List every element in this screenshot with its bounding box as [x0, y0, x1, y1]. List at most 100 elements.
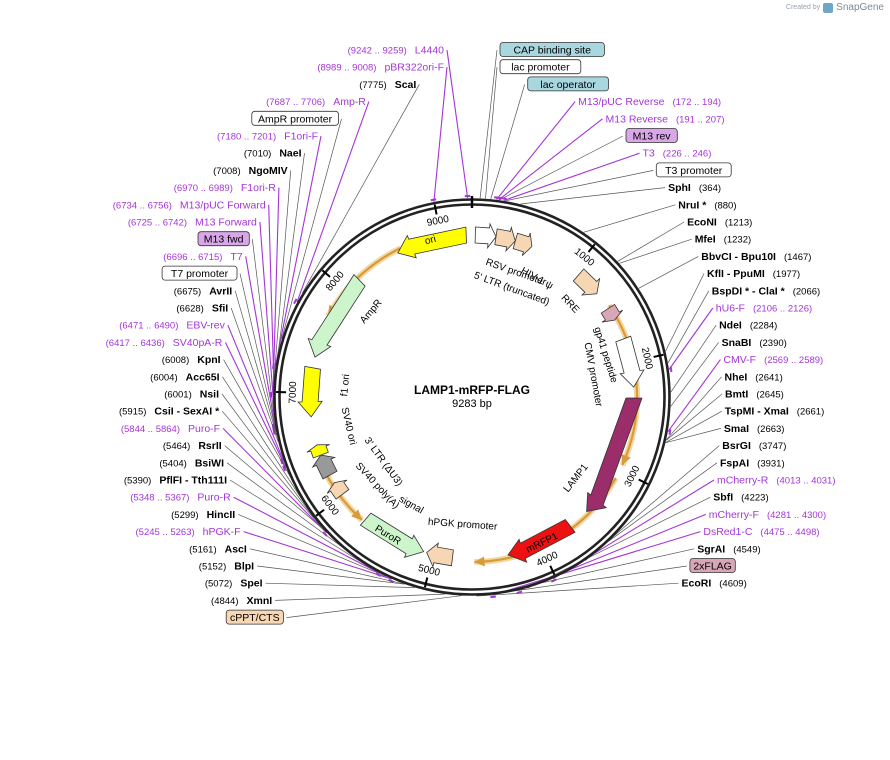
tick-label: 1000 — [572, 246, 597, 269]
primer-label: M13/pUC Reverse(172 .. 194) — [578, 96, 721, 108]
enzyme-name: SgrAI — [697, 543, 725, 555]
leader-line — [666, 376, 722, 441]
enzyme-label: KflI - PpuMI(1977) — [707, 268, 800, 280]
primer-name: CMV-F — [723, 354, 756, 366]
feature-arrow — [586, 397, 643, 512]
primer-label: DsRed1-C(4475 .. 4498) — [703, 526, 819, 538]
primer-position: (6970 .. 6989) — [174, 183, 233, 194]
enzyme-position: (6008) — [162, 355, 189, 366]
enzyme-name: NheI — [725, 371, 748, 383]
feature-arrows — [297, 222, 645, 568]
enzyme-label: TspMI - XmaI(2661) — [725, 406, 824, 418]
feature-arrow — [426, 542, 454, 568]
enzyme-label: (5161)AscI — [189, 543, 247, 555]
enzyme-name: SmaI — [724, 423, 749, 435]
leader-line — [243, 531, 392, 580]
primer-name: DsRed1-C — [703, 526, 752, 538]
enzyme-position: (7008) — [213, 166, 240, 177]
primer-position: (226 .. 246) — [663, 149, 712, 160]
enzyme-position: (364) — [699, 183, 721, 194]
feature-arrow — [311, 454, 338, 480]
leader-line — [257, 565, 405, 585]
enzyme-position: (6675) — [174, 286, 201, 297]
leader-line — [224, 342, 287, 468]
enzyme-name: EcoNI — [687, 217, 717, 229]
enzyme-name: NsiI — [200, 389, 219, 401]
site-label: CMV-F(2569 .. 2589) — [723, 354, 823, 366]
leader-line — [496, 101, 576, 200]
enzyme-position: (5161) — [189, 544, 216, 555]
enzyme-position: (4223) — [741, 493, 768, 504]
site-label: SphI(364) — [668, 182, 721, 194]
enzyme-position: (3931) — [757, 458, 784, 469]
site-label: (5245 .. 5263)hPGK-F — [136, 526, 241, 538]
primer-position: (4013 .. 4031) — [776, 476, 835, 487]
enzyme-name: RsrII — [198, 440, 221, 452]
enzyme-label: (5915)CsiI - SexAI * — [119, 406, 220, 418]
leader-line — [272, 170, 292, 391]
primer-mark — [282, 465, 287, 472]
enzyme-position: (1213) — [725, 218, 752, 229]
primer-position: (6471 .. 6490) — [119, 321, 178, 332]
feature-arrow — [307, 273, 366, 358]
feature-label: SV40 ori — [339, 406, 359, 446]
leader-line — [665, 410, 722, 443]
site-label: BsrGI(3747) — [722, 440, 786, 452]
site-label: mCherry-R(4013 .. 4031) — [717, 475, 836, 487]
enzyme-name: NruI * — [678, 199, 707, 211]
site-label: M13 fwd — [197, 231, 250, 247]
leader-line — [227, 324, 285, 462]
enzyme-position: (4844) — [211, 596, 238, 607]
primer-label: mCherry-R(4013 .. 4031) — [717, 475, 836, 487]
enzyme-name: BspDI * - ClaI * — [712, 285, 786, 297]
primer-label: (6417 .. 6436)SV40pA-R — [106, 337, 223, 349]
site-label: SmaI(2663) — [724, 423, 785, 435]
site-label: mCherry-F(4281 .. 4300) — [709, 509, 826, 521]
primer-name: M13 Reverse — [606, 113, 669, 125]
site-label: BbvCI - Bpu10I(1467) — [701, 251, 811, 263]
leader-line — [221, 410, 322, 527]
feature-box — [225, 609, 284, 625]
leader-lines — [221, 49, 723, 618]
watermark-prefix: Created by — [785, 4, 821, 11]
primer-name: mCherry-F — [709, 509, 759, 521]
enzyme-position: (4609) — [719, 579, 746, 590]
feature-box — [197, 231, 250, 247]
enzyme-position: (4549) — [733, 544, 760, 555]
enzyme-position: (2390) — [759, 338, 786, 349]
enzyme-name: BsrGI — [722, 440, 751, 452]
primer-mark — [293, 298, 298, 305]
primer-label: T3(226 .. 246) — [643, 148, 712, 160]
site-label: NdeI(2284) — [719, 320, 777, 332]
backbone-outer-ring — [273, 198, 671, 596]
enzyme-name: CsiI - SexAI * — [154, 406, 220, 418]
primer-mark — [516, 590, 523, 594]
map-center: LAMP1-mRFP-FLAG 9283 bp — [414, 383, 530, 410]
enzyme-name: MfeI — [695, 234, 716, 246]
enzyme-position: (2284) — [750, 321, 777, 332]
tick-label: 7000 — [287, 381, 299, 404]
site-label: BspDI * - ClaI *(2066) — [712, 285, 820, 297]
enzyme-name: SnaBI — [722, 337, 752, 349]
leader-line — [670, 342, 719, 407]
site-label: T3(226 .. 246) — [643, 148, 712, 160]
primer-label: (5348 .. 5367)Puro-R — [130, 492, 231, 504]
annotation-arc-head — [621, 454, 631, 466]
feature-arrow — [326, 479, 350, 500]
enzyme-position: (1467) — [784, 252, 811, 263]
leader-line — [665, 428, 721, 444]
primer-label: mCherry-F(4281 .. 4300) — [709, 509, 826, 521]
feature-arrow — [474, 222, 497, 250]
primer-label: (6734 .. 6756)M13/pUC Forward — [113, 199, 266, 211]
enzyme-name: BmtI — [725, 389, 748, 401]
primer-position: (6725 .. 6742) — [128, 218, 187, 229]
leader-line — [498, 118, 603, 201]
enzyme-label: EcoRI(4609) — [682, 578, 747, 590]
enzyme-name: BlpI — [234, 561, 254, 573]
site-label: (7687 .. 7706)Amp-R — [266, 96, 366, 108]
primer-position: (8989 .. 9008) — [317, 63, 376, 74]
feature-arrow — [572, 268, 601, 296]
tick-label: 4000 — [535, 550, 560, 570]
primer-position: (6696 .. 6715) — [163, 252, 222, 263]
